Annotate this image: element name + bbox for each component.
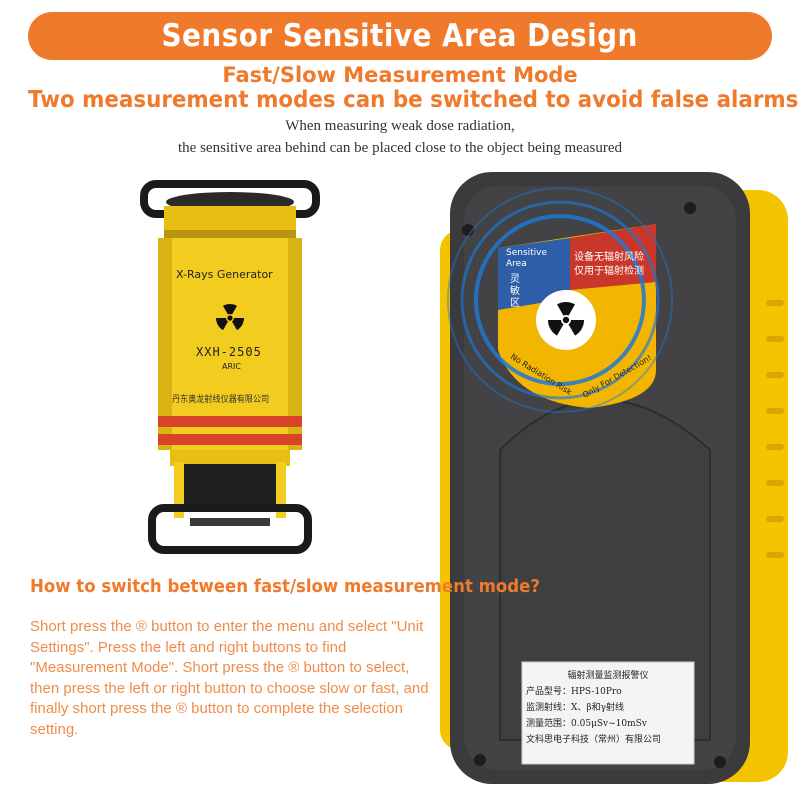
subtitle-mode: Fast/Slow Measurement Mode [222,63,578,87]
note-line-1: When measuring weak dose radiation, [285,118,515,134]
howto-title: How to switch between fast/slow measurem… [30,576,540,597]
sticker-label-cn: 灵敏区 [510,274,520,309]
generator-company: 丹东奥龙射线仪器有限公司 [172,395,270,405]
device-label-plate: 辐射测量监测报警仪 产品型号：HPS-10Pro 监测射线：X、β和γ射线 测量… [526,668,690,748]
radiation-icon [547,301,585,336]
sticker-label-en: Sensitive Area [506,248,548,269]
note-line-2: the sensitive area behind can be placed … [178,140,622,156]
title-banner: Sensor Sensitive Area Design [28,12,772,60]
howto-body: Short press the ® button to enter the me… [30,618,429,738]
device-label-company: 文科思电子科技（常州）有限公司 [526,735,662,745]
device-label-rays: 监测射线：X、β和γ射线 [526,703,624,713]
sticker-warning-2: 仅用于辐射检测 [574,266,644,277]
device-label-title: 辐射测量监测报警仪 [567,671,649,681]
page-title: Sensor Sensitive Area Design [161,18,639,54]
generator-maker: ARIC [222,362,241,371]
device-label-model: 产品型号：HPS-10Pro [526,687,622,697]
sticker-warning-1: 设备无辐射风险 [574,252,644,263]
subtitle-description: Two measurement modes can be switched to… [28,87,799,113]
device-label-range: 测量范围：0.05μSv~10mSv [526,719,647,729]
xray-generator-image [140,180,320,554]
detector-device-image [440,172,788,784]
generator-brand: X-Rays Generator [176,268,273,281]
radiation-icon [216,304,244,331]
generator-model: XXH-2505 [196,345,262,359]
